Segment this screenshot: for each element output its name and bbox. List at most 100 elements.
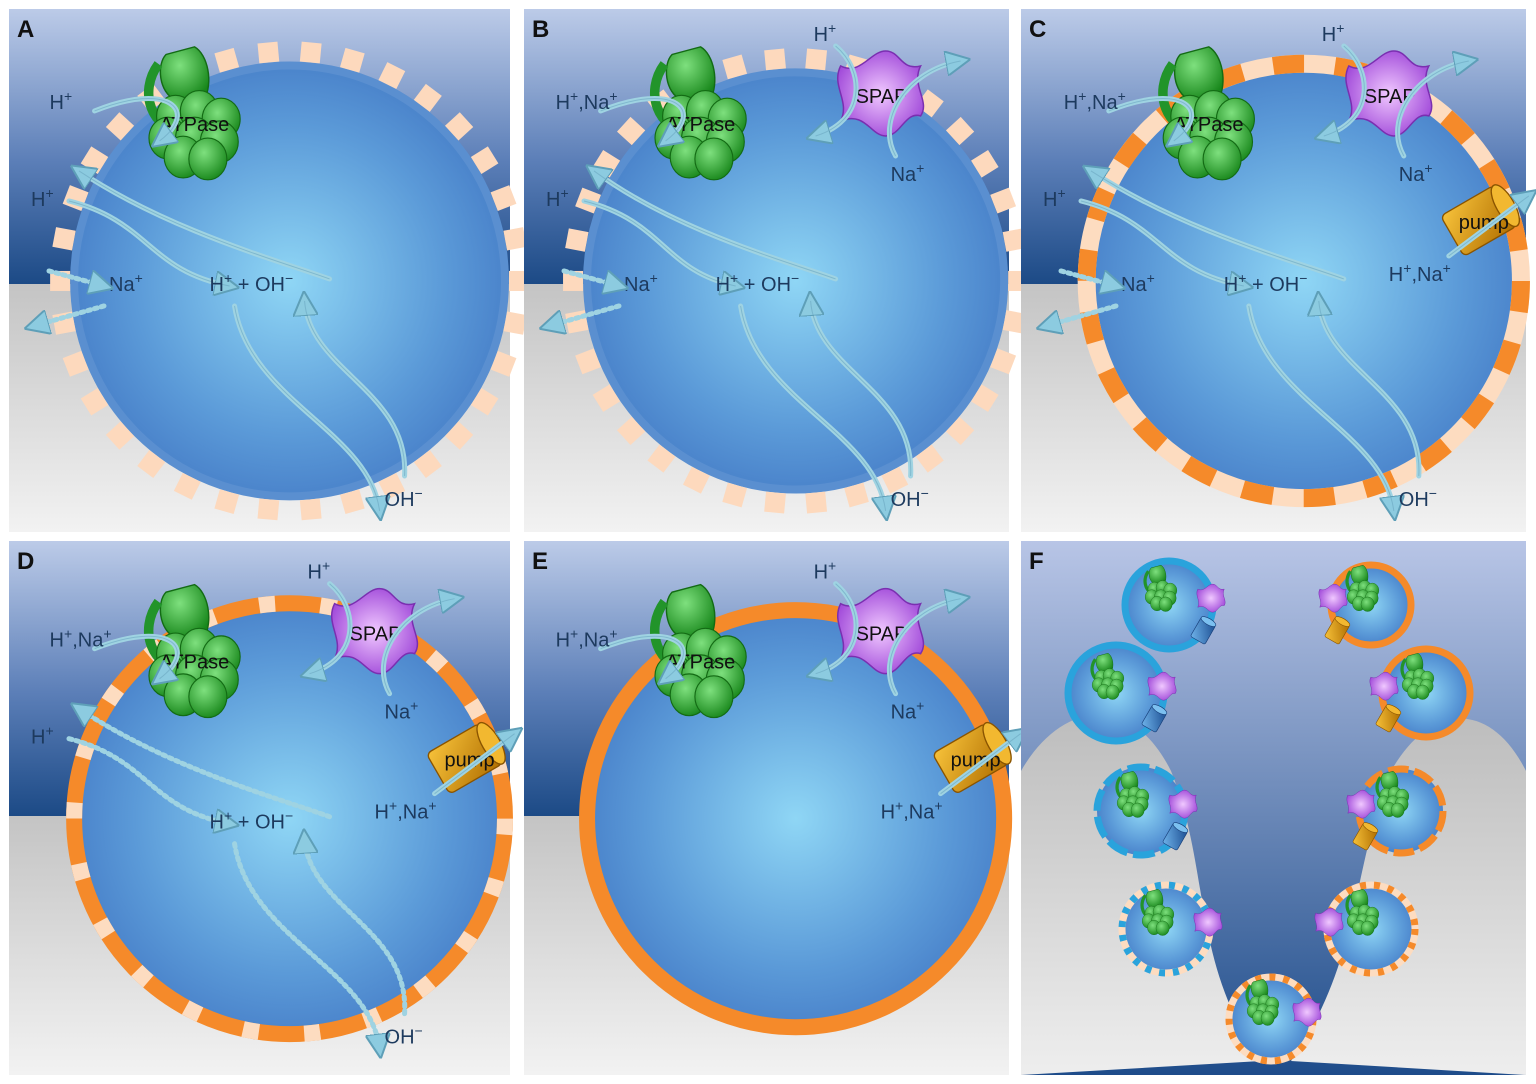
panel-a-lipid-patch <box>444 421 474 450</box>
panel-b-lipid-patch <box>617 116 646 146</box>
panel-c-h-out-arrow-edge <box>1090 170 1344 280</box>
panel-a-atpase-ion: H+ <box>50 88 73 114</box>
panel-a-lipid-patch <box>173 472 201 500</box>
panel-f-cell-5-spap-icon <box>1168 789 1198 819</box>
panel-e-label: E <box>532 548 548 575</box>
panel-c-label: C <box>1029 16 1046 43</box>
panel-d-reaction: H+ + OH− <box>210 808 294 834</box>
panel-a-lipid-patch <box>214 489 240 514</box>
panel-d-spap-label: SPAP <box>350 624 402 646</box>
panel-a-lipid-patch <box>413 83 442 112</box>
panel-b-lipid-patch <box>805 491 828 514</box>
panel-a-lipid-patch <box>105 421 135 450</box>
panel-d-atpase-ion: H+,Na+ <box>50 626 112 652</box>
panel-f-cell-2-atpase-icon <box>1345 564 1380 612</box>
panel-f-cell-5 <box>1093 763 1198 859</box>
panel-f-cell-5-atpase-icon <box>1115 770 1150 818</box>
panel-e-spap-h-arrow-edge <box>815 583 857 675</box>
panel-c-h-in-label: H+ <box>1043 185 1066 211</box>
panel-a-lipid-patch <box>413 450 442 479</box>
panel-f-cell-7-spap-icon <box>1193 907 1223 937</box>
panel-b-lipid-patch <box>722 54 748 80</box>
panel-c-spap-h: H+ <box>1322 20 1345 46</box>
panel-d-membrane-gaps <box>66 595 513 1043</box>
panel-b-h-in-label: H+ <box>546 185 569 211</box>
panel-b-spap-label: SPAP <box>856 86 908 108</box>
panel-f-cell-6-pump-icon <box>1352 822 1379 851</box>
panel-c-pump-ion: H+,Na+ <box>1389 260 1451 286</box>
panel-c-h-in-arrow-edge <box>1080 200 1244 287</box>
panel-b-lipid-patch <box>945 116 975 146</box>
panel-a-h-down-arrow-edge <box>234 305 381 512</box>
panel-b-spap-na: Na+ <box>891 160 925 186</box>
panel-b-lipid-patch <box>1002 228 1027 252</box>
panel-f-cell-1 <box>1121 557 1226 653</box>
panel-f-cell-9-atpase-icon <box>1245 978 1280 1026</box>
panel-f-cell-6 <box>1346 765 1447 857</box>
panel-f-cell-8-spap-icon <box>1314 907 1344 937</box>
panel-b-lipid-patch <box>881 466 909 494</box>
panel-f-ground-right <box>1291 718 1526 1075</box>
panel-a-lipid-patch <box>508 270 529 291</box>
panel-f-cell-2-pump-icon <box>1324 616 1351 645</box>
panel-d-pump-icon <box>427 721 506 793</box>
panel-a-lipid-patch <box>137 450 166 479</box>
panel-a-atpase-arrow-edge <box>94 98 178 142</box>
panel-b-label: B <box>532 16 549 43</box>
panel-a-h-out-arrow-edge <box>78 170 330 280</box>
panel-a-lipid-patch <box>470 146 499 174</box>
panel-a-lipid-patch <box>490 185 517 212</box>
panel-d-pump-arrow-edge <box>434 733 515 795</box>
panel-c-atpase-icon <box>1158 46 1255 181</box>
panel-f-cell-2 <box>1318 561 1415 649</box>
panel-b-reaction: H+ + OH− <box>716 270 800 296</box>
panel-d-pump-ion: H+,Na+ <box>375 798 437 824</box>
panel-b-lipid-patch <box>647 444 676 473</box>
panel-b-spap-h: H+ <box>814 20 837 46</box>
panel-d-h-in-label: H+ <box>31 723 54 749</box>
panel-b-lipid-patch <box>565 228 589 252</box>
panel-b-na-arrow-1 <box>561 268 619 286</box>
panel-f-cell-4 <box>1369 645 1474 741</box>
panel-a-atpase-icon <box>144 46 241 181</box>
panel-b-lipid-patch <box>844 482 869 508</box>
panel-c-spap-label: SPAP <box>1364 86 1416 108</box>
panel-a-lipid-patch <box>339 47 365 73</box>
panel-a-label: A <box>17 16 34 43</box>
panel-d-spap-h: H+ <box>308 558 331 584</box>
panel-b-lipid-patch <box>764 48 786 71</box>
panel-a-lipid-patch <box>105 112 135 141</box>
panel-b-lipid-patch <box>1002 310 1027 334</box>
panel-e-pump-ion: H+,Na+ <box>881 798 943 824</box>
panel-f-cell-5-pump-icon <box>1162 822 1189 851</box>
panel-c-oh-up-arrow-edge <box>1318 300 1420 476</box>
panel-f-cell-4-pump-icon <box>1375 704 1402 733</box>
panel-a-h-in-arrow-edge <box>68 200 230 287</box>
panel-b-atpase-icon <box>650 46 747 181</box>
panel-b-lipid-patch <box>575 348 602 375</box>
panel-e-atpase-arrow-edge <box>600 635 684 680</box>
panel-d-label: D <box>17 548 34 575</box>
panel-a-lipid-patch <box>214 47 240 73</box>
panel-d-h-out-arrow <box>79 709 333 820</box>
panel-f: F <box>1021 541 1526 1075</box>
panel-c-reaction: H+ + OH− <box>1224 270 1308 296</box>
panel-b-oh-label: OH− <box>891 485 929 511</box>
panel-f-cell-3-spap-icon <box>1147 671 1177 701</box>
panel-c-spap-na-arrow-edge <box>1397 60 1469 157</box>
panel-b-h-out-arrow-edge <box>593 170 836 280</box>
panel-a-lipid-patch <box>470 387 499 416</box>
panel-c-pump-icon <box>1441 184 1521 256</box>
panel-a-lipid-patch <box>378 472 406 500</box>
panel-f-cell-2-spap-icon <box>1318 583 1348 613</box>
panel-e-spap-na-arrow-edge <box>888 598 961 694</box>
panel-b-lipid-patch <box>764 491 786 514</box>
panel-f-cell-1-atpase-icon <box>1143 564 1178 612</box>
panel-a-lipid-patch <box>378 62 406 89</box>
panel-b-spap-h-arrow-edge <box>815 45 857 137</box>
panel-b-lipid-patch <box>971 384 999 412</box>
